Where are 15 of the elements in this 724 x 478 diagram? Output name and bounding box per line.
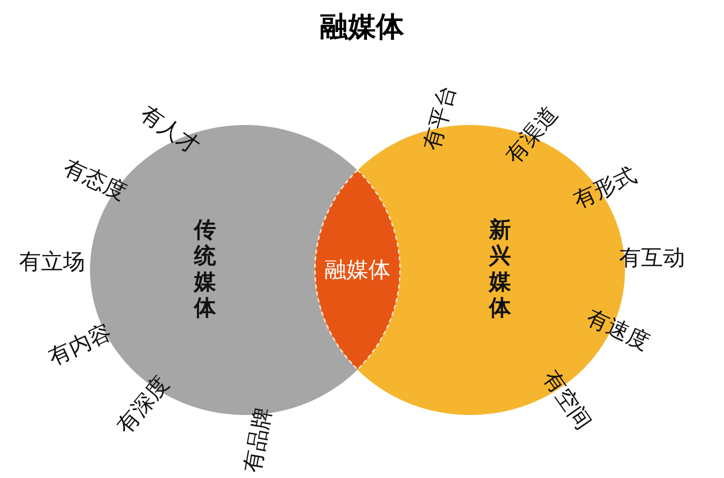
rotated-label: 有人才 [134, 100, 205, 162]
rotated-label: 有品牌 [239, 404, 278, 476]
rotated-label: 有平台 [418, 82, 462, 154]
rotated-label: 有渠道 [500, 101, 564, 170]
rotated-label: 有立场 [19, 249, 85, 277]
rotated-label: 有形式 [569, 162, 642, 216]
rotated-label: 有态度 [58, 154, 131, 208]
rotated-label: 有速度 [582, 304, 654, 358]
rotated-label: 有深度 [112, 371, 176, 440]
overlap-label: 融媒体 [324, 256, 390, 285]
title: 融媒体 [320, 10, 404, 43]
circle-label: 传统媒体 [193, 218, 217, 322]
circle-label: 新兴媒体 [488, 218, 512, 322]
rotated-label: 有内容 [44, 319, 116, 373]
rotated-label: 有空间 [536, 365, 597, 436]
